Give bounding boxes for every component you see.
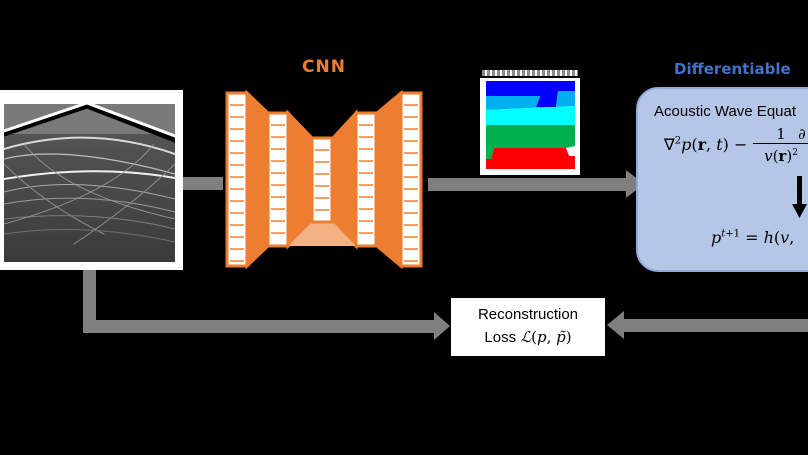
arrow-physics-to-loss-head (607, 311, 624, 339)
physics-forward-model-box (636, 87, 808, 272)
arrow-physics-to-loss-shaft (622, 319, 808, 332)
cnn-connector-1 (245, 89, 270, 270)
cnn-bottom-shade (288, 222, 356, 246)
physics-title: Differentiable (674, 60, 791, 78)
reconstruction-loss-box (450, 297, 606, 357)
wave-equation-partial: ∂ (798, 125, 806, 143)
wave-equation-label: Acoustic Wave Equat (654, 103, 797, 120)
arrow-seismic-to-loss-shaft (83, 320, 436, 333)
cnn-network-diagram (225, 89, 423, 270)
loss-formula: Loss ℒ(p, p̃) (484, 328, 572, 346)
loss-formula-prefix: Loss (484, 329, 521, 346)
velocity-layer-5-notch (486, 148, 494, 159)
down-arrow-icon (792, 176, 807, 218)
update-rule: pt+1 = h(v, (711, 228, 795, 247)
velocity-layer-3 (486, 106, 575, 125)
velocity-layer-2 (486, 91, 575, 110)
velocity-layer-5 (486, 148, 575, 169)
cnn-layer-2 (266, 111, 290, 248)
wave-equation-fraction: 1 v(r)2 (753, 125, 808, 165)
arrow-cnn-to-physics-shaft (428, 178, 628, 191)
velocity-map (486, 81, 575, 169)
cnn-layer-3 (310, 136, 334, 224)
arrow-seismic-to-loss-head (434, 312, 450, 340)
cnn-layer-4 (354, 111, 378, 248)
wave-equation: ∇2p(r, t) − (664, 135, 748, 154)
velocity-layer-4 (486, 125, 575, 148)
arrow-seismic-to-loss-vertical (83, 268, 96, 331)
arrow-cnn-to-physics-head (626, 170, 644, 198)
cnn-layer-5 (399, 91, 423, 268)
loss-title: Reconstruction (477, 306, 579, 323)
arrow-seismic-to-cnn (179, 177, 223, 190)
cnn-label: CNN (302, 57, 346, 77)
velocity-map-caption (482, 70, 578, 76)
velocity-layer-1 (486, 81, 575, 107)
seismic-data-image (4, 104, 175, 262)
cnn-layer-1 (225, 91, 249, 268)
cnn-connector-4 (375, 89, 403, 270)
